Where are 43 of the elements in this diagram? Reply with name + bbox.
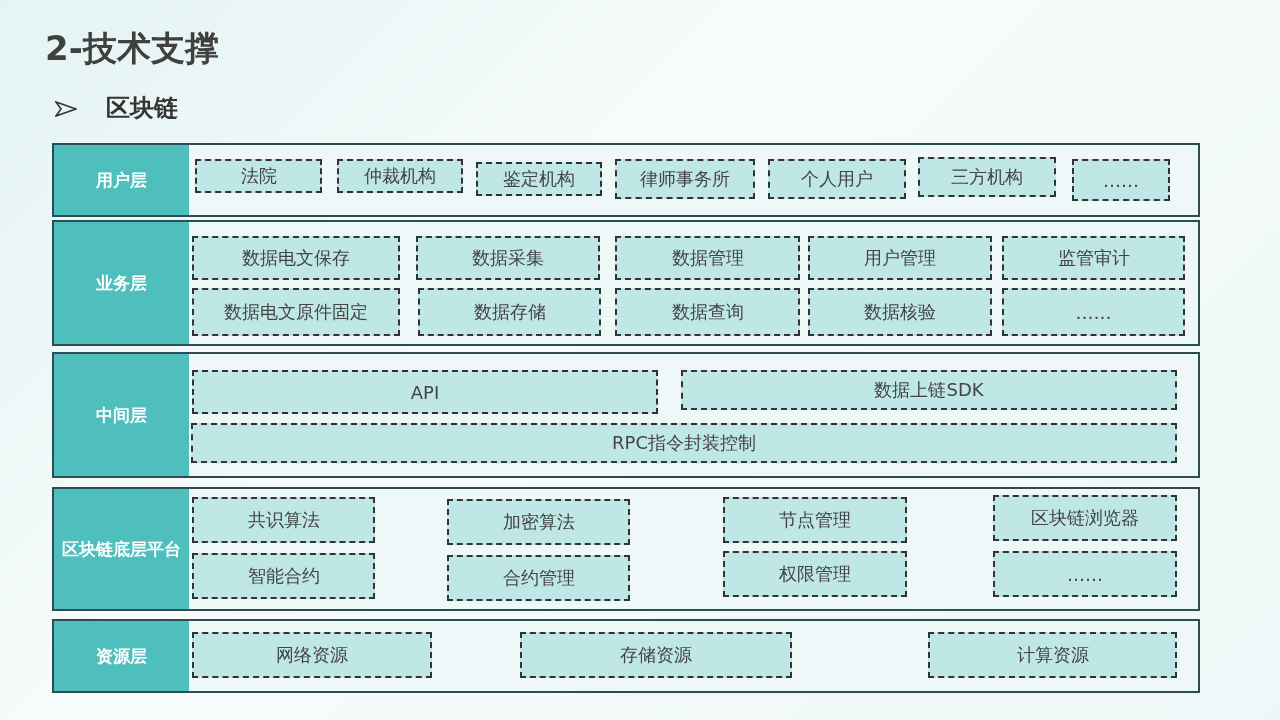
module-box: 个人用户: [768, 159, 906, 199]
module-box: RPC指令封装控制: [191, 423, 1177, 463]
layer-panel: [52, 352, 1200, 478]
module-box: 节点管理: [723, 497, 907, 543]
module-box: 数据电文原件固定: [192, 288, 400, 336]
module-box: 法院: [195, 159, 322, 193]
module-box: 用户管理: [808, 236, 992, 280]
module-box: 计算资源: [928, 632, 1177, 678]
module-box: 数据电文保存: [192, 236, 400, 280]
module-box: 存储资源: [520, 632, 792, 678]
module-box: ……: [1072, 159, 1170, 201]
layer-label: 用户层: [54, 145, 189, 215]
module-box: 数据核验: [808, 288, 992, 336]
layer-panel: [52, 487, 1200, 611]
module-box: 数据上链SDK: [681, 370, 1177, 410]
layer-label: 资源层: [54, 621, 189, 691]
module-box: ……: [1002, 288, 1185, 336]
module-box: 智能合约: [192, 553, 375, 599]
module-box: 合约管理: [447, 555, 630, 601]
layer-panel: [52, 143, 1200, 217]
layer-label: 中间层: [54, 354, 189, 476]
layer-label: 业务层: [54, 222, 189, 344]
module-box: 权限管理: [723, 551, 907, 597]
module-box: 数据管理: [615, 236, 800, 280]
layer-panel: [52, 220, 1200, 346]
module-box: 律师事务所: [615, 159, 755, 199]
slide-title: 2-技术支撑: [45, 27, 219, 70]
module-box: 数据采集: [416, 236, 600, 280]
module-box: 网络资源: [192, 632, 432, 678]
module-box: API: [192, 370, 658, 414]
module-box: 鉴定机构: [476, 162, 602, 196]
module-box: 区块链浏览器: [993, 495, 1177, 541]
module-box: 监管审计: [1002, 236, 1185, 280]
module-box: 数据存储: [418, 288, 601, 336]
module-box: ……: [993, 551, 1177, 597]
section-heading: 区块链: [106, 93, 178, 124]
module-box: 仲裁机构: [337, 159, 463, 193]
module-box: 共识算法: [192, 497, 375, 543]
module-box: 三方机构: [918, 157, 1056, 197]
module-box: 加密算法: [447, 499, 630, 545]
layer-panel: [52, 619, 1200, 693]
layer-label: 区块链底层平台: [54, 489, 189, 609]
module-box: 数据查询: [615, 288, 800, 336]
